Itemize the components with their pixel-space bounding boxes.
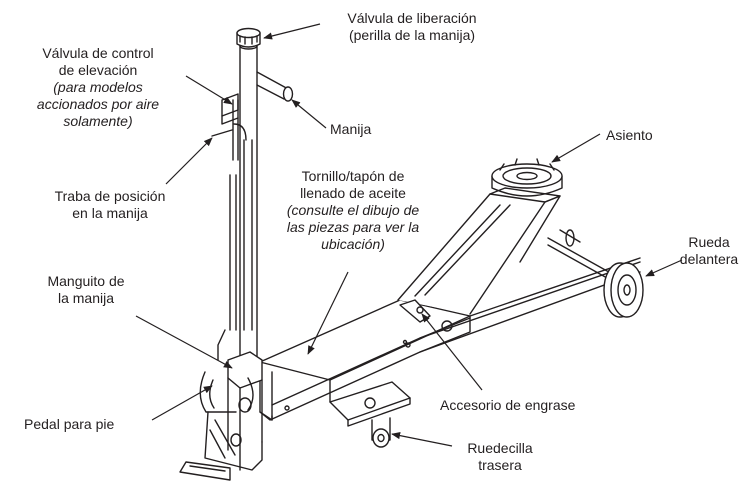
label-grease-fitting-text: Accesorio de engrase (440, 397, 576, 413)
front-wheel (603, 262, 644, 318)
rear-caster (329, 381, 411, 448)
label-lift-control-line2: de elevación (58, 62, 138, 78)
label-oil-fill-note3: ubicación) (321, 236, 385, 252)
leader-foot-pedal (151, 385, 213, 421)
label-handle-lock-line1: Traba de posición (54, 188, 166, 204)
leader-lines (135, 23, 683, 447)
label-lift-control-note2: accionados por aire (36, 96, 160, 112)
leader-handle-sleeve (135, 315, 233, 369)
label-oil-fill-note2: las piezas para ver la (286, 219, 420, 235)
label-handle-text: Manija (330, 121, 372, 137)
label-saddle-text: Asiento (606, 127, 653, 143)
label-handle-sleeve-line1: Manguito de (47, 273, 125, 289)
label-rear-caster-line1: Ruedecilla (467, 440, 533, 456)
label-release-valve: Válvula de liberación (perilla de la man… (320, 10, 504, 44)
saddle (491, 158, 563, 197)
label-oil-fill-note1: (consulte el dibujo de (286, 202, 420, 218)
leader-release-valve (263, 23, 321, 40)
label-lift-control: Válvula de control de elevación (para mo… (2, 45, 194, 130)
label-release-valve-line1: Válvula de liberación (347, 10, 477, 26)
label-handle-lock-line2: en la manija (72, 205, 148, 221)
leader-handle (291, 99, 327, 129)
label-lift-control-note3: solamente) (63, 113, 133, 129)
front-axle (547, 229, 617, 284)
leader-grease-fitting (421, 313, 483, 391)
label-saddle: Asiento (606, 127, 653, 144)
label-handle-lock: Traba de posición en la manija (22, 188, 198, 222)
handle-base (179, 329, 263, 481)
label-rear-caster-line2: trasera (478, 457, 522, 473)
label-rear-caster: Ruedecilla trasera (452, 440, 548, 474)
label-handle-sleeve-line2: la manija (57, 290, 115, 306)
label-lift-control-note1: (para modelos (53, 79, 143, 95)
label-foot-pedal-text: Pedal para pie (24, 416, 115, 432)
label-oil-fill-line2: llenado de aceite (300, 185, 406, 201)
label-handle-sleeve: Manguito de la manija (36, 273, 136, 307)
label-front-wheel-line2: delantera (679, 251, 739, 267)
leader-lift-control (185, 75, 233, 105)
leader-front-wheel (645, 259, 683, 277)
label-front-wheel: Rueda delantera (672, 234, 746, 268)
label-lift-control-line1: Válvula de control (42, 45, 154, 61)
label-handle: Manija (330, 121, 371, 138)
label-front-wheel-line1: Rueda (688, 234, 730, 250)
label-oil-fill: Tornillo/tapón de llenado de aceite (con… (266, 168, 440, 253)
label-grease-fitting: Accesorio de engrase (440, 397, 575, 414)
jack-drawing (179, 27, 644, 481)
leader-rear-caster (391, 432, 453, 447)
label-foot-pedal: Pedal para pie (24, 416, 114, 433)
label-oil-fill-line1: Tornillo/tapón de (301, 168, 405, 184)
label-release-valve-line2: (perilla de la manija) (348, 27, 476, 43)
leader-oil-fill (307, 271, 349, 355)
leader-saddle (551, 133, 601, 163)
leader-handle-lock (165, 137, 213, 185)
